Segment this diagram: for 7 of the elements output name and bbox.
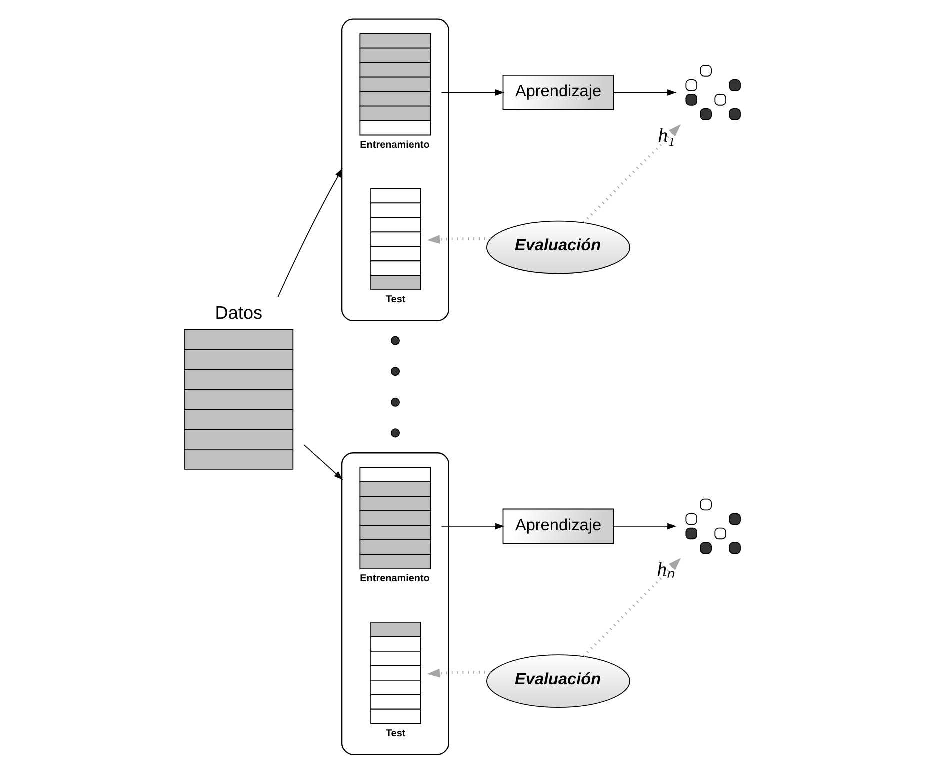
node-label: hₙ <box>657 558 676 581</box>
node-label: h₁ <box>658 125 675 148</box>
node-text: Test <box>386 294 406 306</box>
node-label: Entrenamiento <box>360 140 430 151</box>
node-label: Datos <box>215 303 263 324</box>
node-label: Test <box>386 728 406 740</box>
node-label: Entrenamiento <box>360 574 430 585</box>
